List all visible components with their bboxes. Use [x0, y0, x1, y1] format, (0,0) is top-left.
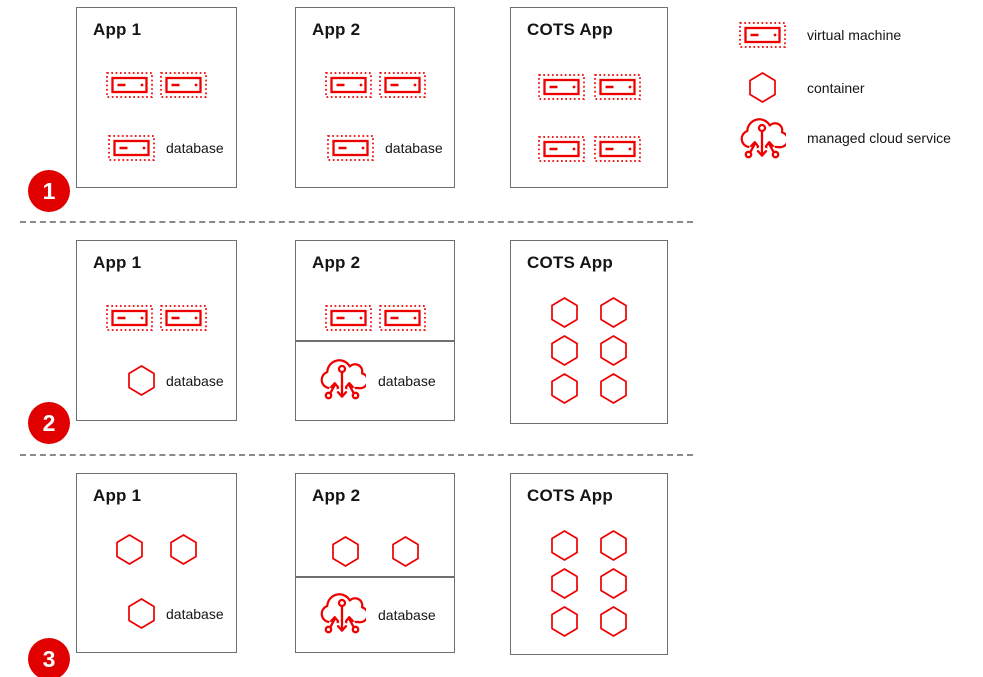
vm-cluster — [77, 72, 236, 98]
container-icon — [551, 530, 578, 561]
database-row: database — [105, 135, 224, 161]
stage-divider — [20, 221, 693, 223]
container-icon — [600, 568, 627, 599]
database-label: database — [378, 607, 436, 623]
stage2-app2-box: App 2 — [295, 240, 455, 341]
container-icon — [128, 598, 155, 629]
vm-cluster — [77, 305, 236, 331]
vm-cluster — [296, 305, 454, 331]
database-row: database — [324, 135, 443, 161]
stage3-app1-box: App 1 database — [76, 473, 237, 653]
virtual-machine-icon — [593, 74, 641, 100]
legend-label: managed cloud service — [807, 130, 951, 146]
virtual-machine-icon — [738, 22, 786, 48]
container-cluster — [77, 534, 236, 565]
database-icon-slot — [105, 365, 155, 396]
stage1-app2-box: App 2 database — [295, 7, 455, 188]
stage3-app2-database-box: database — [295, 577, 455, 653]
database-row: database — [105, 598, 224, 629]
legend-label: container — [807, 79, 865, 96]
stage3-app2-box: App 2 — [295, 473, 455, 577]
container-icon — [600, 530, 627, 561]
stage2-app2-database-box: database — [295, 341, 455, 421]
stage-number-badge: 3 — [28, 638, 70, 677]
database-icon-slot — [318, 356, 366, 407]
database-label: database — [378, 373, 436, 389]
container-icon — [600, 335, 627, 366]
legend-label: virtual machine — [807, 27, 902, 43]
container-icon — [128, 365, 155, 396]
database-icon-slot — [105, 598, 155, 629]
app-title: App 2 — [312, 486, 361, 505]
managed-cloud-service-icon — [318, 590, 366, 636]
virtual-machine-icon — [106, 305, 153, 331]
virtual-machine-icon — [537, 136, 585, 162]
managed-cloud-service-icon — [738, 115, 786, 161]
virtual-machine-icon — [378, 305, 426, 331]
stage1-app1-box: App 1 database — [76, 7, 237, 188]
container-cluster — [296, 536, 454, 567]
stage-number-badge: 2 — [28, 402, 70, 444]
container-icon — [551, 568, 578, 599]
stage2-app1-box: App 1 database — [76, 240, 237, 421]
legend-item-container: container — [735, 72, 951, 103]
app-title: COTS App — [527, 253, 613, 272]
database-icon-slot — [318, 590, 366, 641]
container-grid — [511, 530, 667, 637]
database-label: database — [166, 372, 224, 389]
container-icon — [551, 335, 578, 366]
container-icon — [551, 297, 578, 328]
legend-icon-slot — [735, 72, 789, 103]
container-icon — [748, 72, 776, 103]
virtual-machine-icon — [593, 136, 641, 162]
container-icon — [600, 297, 627, 328]
app-title: App 1 — [93, 486, 142, 505]
legend-icon-slot — [735, 115, 789, 161]
virtual-machine-icon — [327, 135, 374, 161]
managed-cloud-service-icon — [318, 356, 366, 402]
virtual-machine-icon — [106, 72, 153, 98]
app-title: COTS App — [527, 20, 613, 39]
virtual-machine-icon — [537, 74, 585, 100]
stage-divider — [20, 454, 693, 456]
container-icon — [391, 536, 419, 567]
virtual-machine-icon — [108, 135, 155, 161]
legend-icon-slot — [735, 22, 789, 48]
database-label: database — [166, 605, 224, 622]
container-icon — [116, 534, 143, 565]
app-title: App 1 — [93, 253, 142, 272]
virtual-machine-icon — [378, 72, 426, 98]
container-grid — [511, 297, 667, 404]
legend: virtual machine container managed cloud … — [735, 22, 951, 161]
stage2-cots-box: COTS App — [510, 240, 668, 424]
container-icon — [551, 373, 578, 404]
virtual-machine-icon — [160, 305, 207, 331]
legend-item-managed-cloud-service: managed cloud service — [735, 115, 951, 161]
virtual-machine-icon — [324, 305, 372, 331]
stage1-cots-box: COTS App — [510, 7, 668, 188]
database-icon-slot — [324, 135, 374, 161]
vm-cluster — [296, 72, 454, 98]
app-title: App 2 — [312, 20, 361, 39]
stage-number-badge: 1 — [28, 170, 70, 212]
legend-item-virtual-machine: virtual machine — [735, 22, 951, 48]
database-row: database — [105, 365, 224, 396]
app-title: COTS App — [527, 486, 613, 505]
database-label: database — [166, 140, 224, 156]
container-icon — [600, 373, 627, 404]
container-icon — [170, 534, 197, 565]
stage3-cots-box: COTS App — [510, 473, 668, 655]
database-icon-slot — [105, 135, 155, 161]
virtual-machine-icon — [160, 72, 207, 98]
container-icon — [600, 606, 627, 637]
container-icon — [331, 536, 359, 567]
app-title: App 2 — [312, 253, 361, 272]
virtual-machine-icon — [324, 72, 372, 98]
container-icon — [551, 606, 578, 637]
vm-grid — [511, 74, 667, 162]
app-title: App 1 — [93, 20, 142, 39]
database-label: database — [385, 140, 443, 156]
